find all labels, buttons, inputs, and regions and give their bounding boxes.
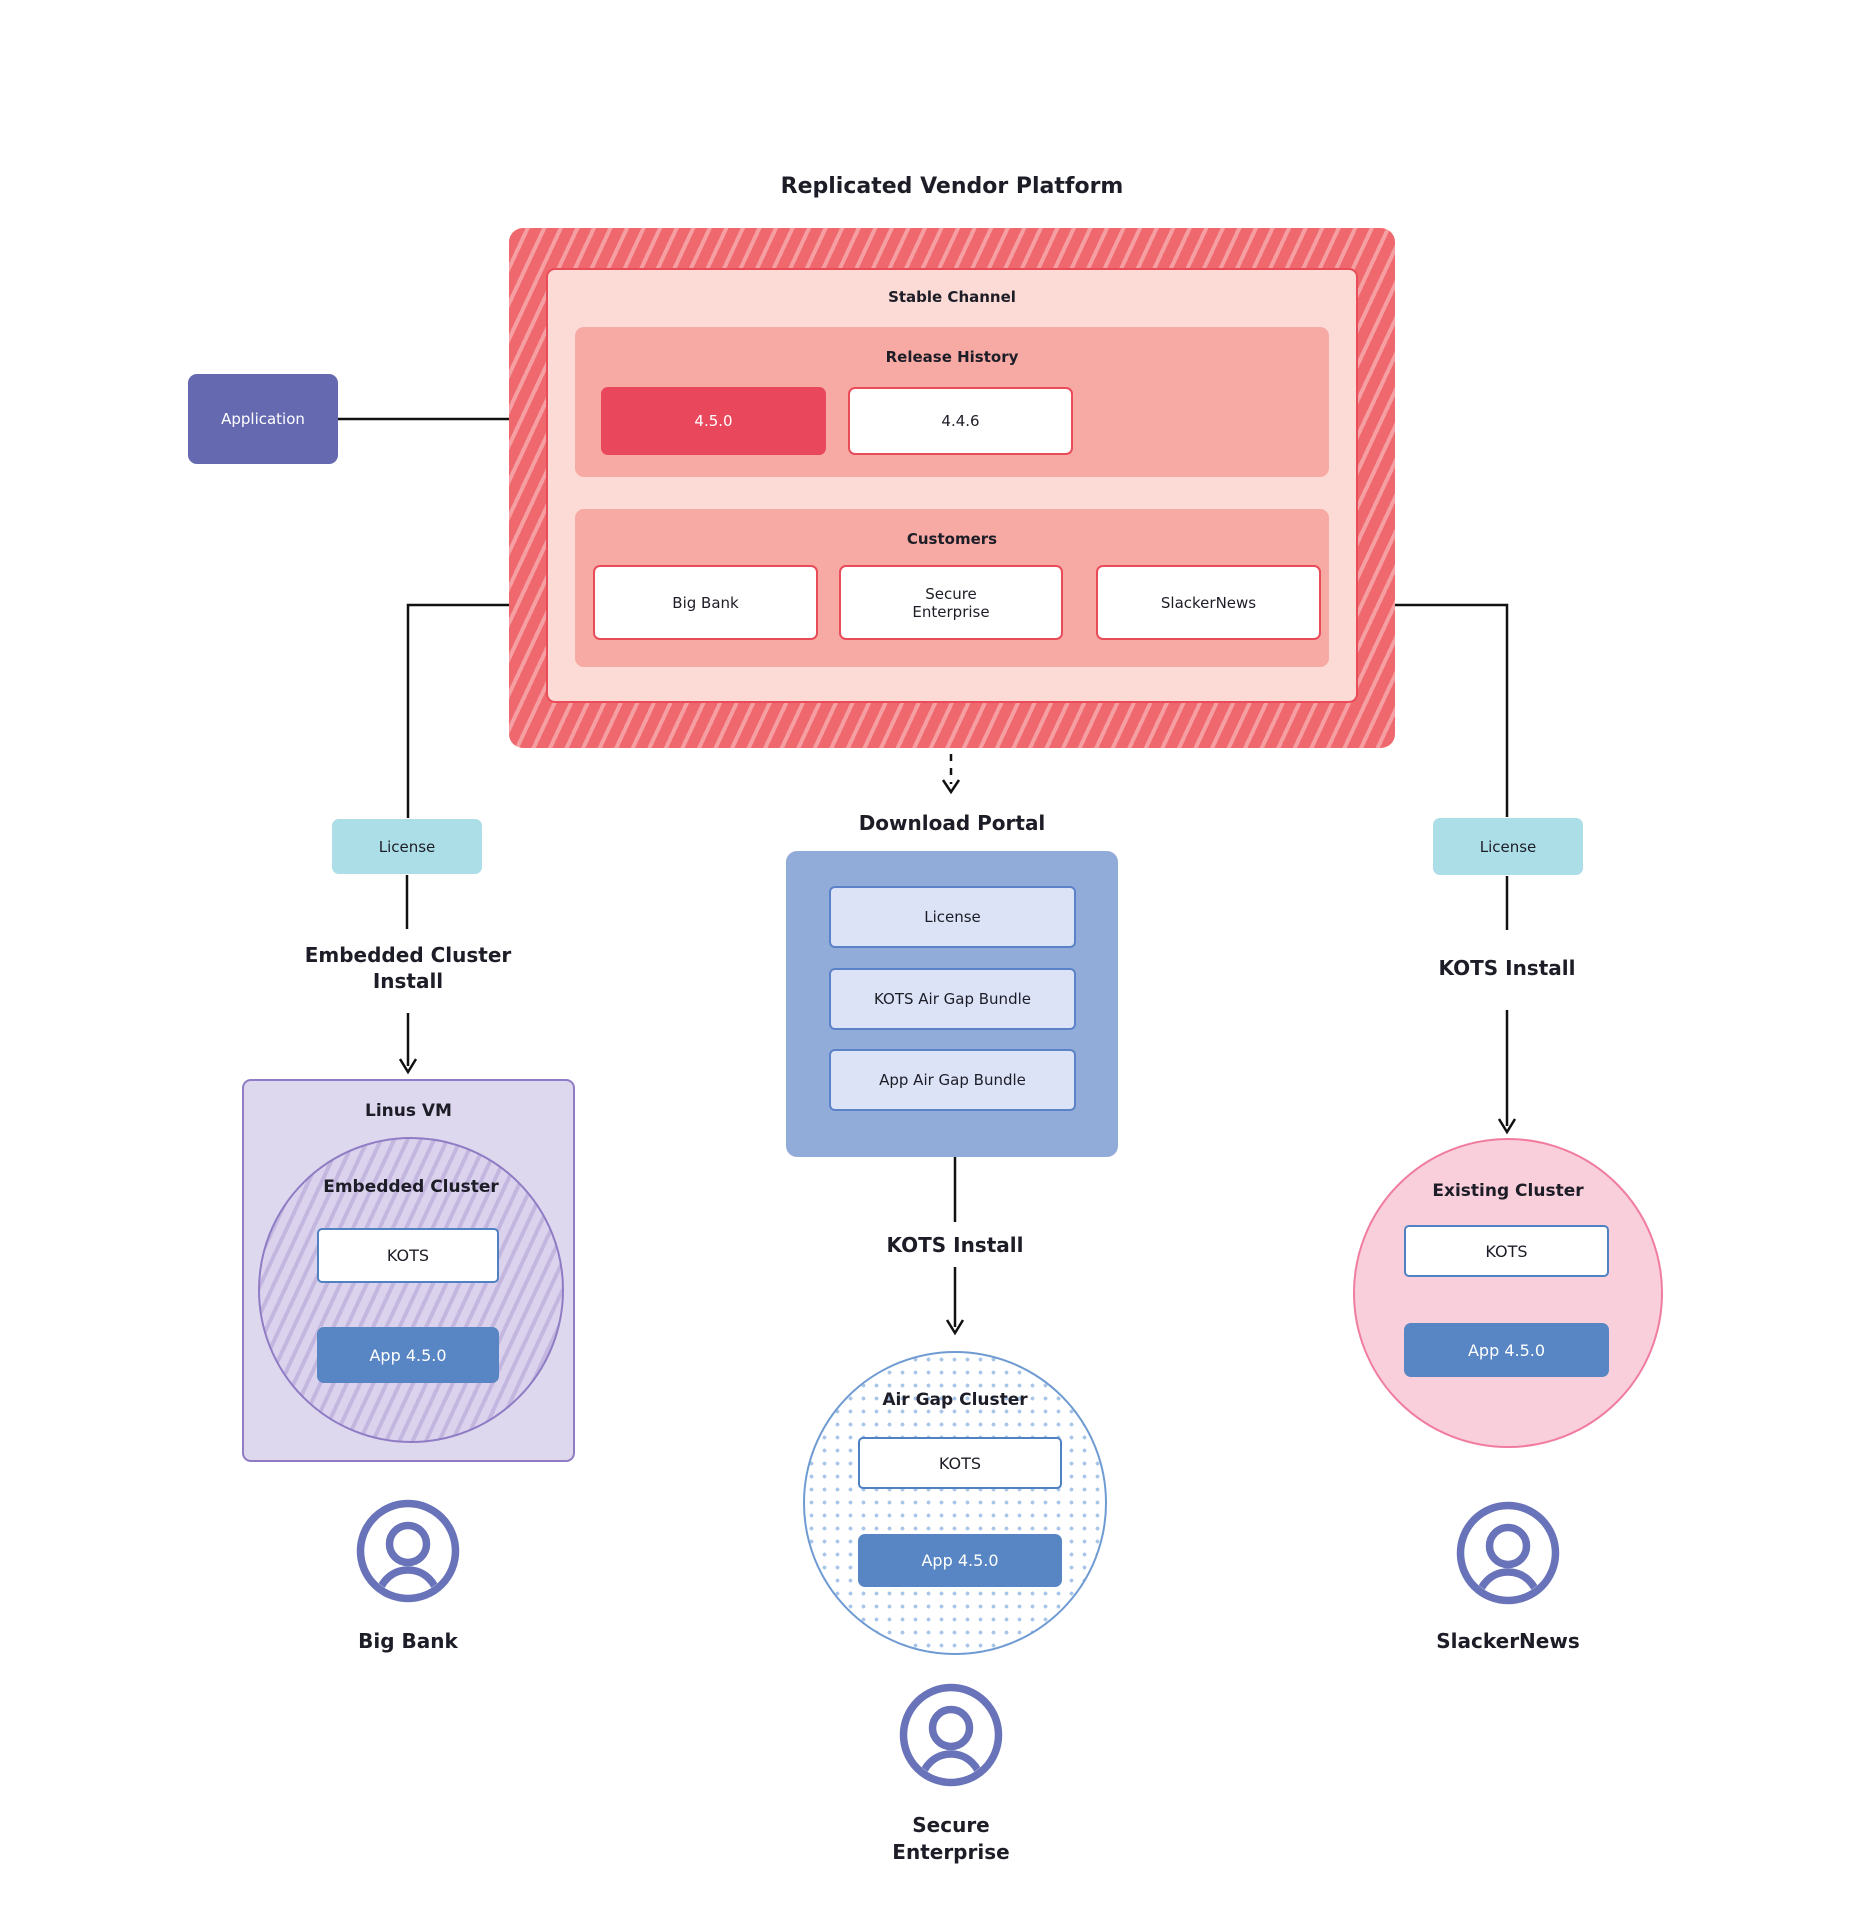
kots-install-label-middle: KOTS Install — [886, 1233, 1024, 1257]
air-gap-cluster-circle — [803, 1351, 1107, 1655]
big-bank-name: Big Bank — [358, 1629, 458, 1653]
big-bank-user-icon — [356, 1499, 460, 1603]
air-gap-cluster-label: Air Gap Cluster — [882, 1390, 1028, 1410]
arrowhead-vm — [398, 1058, 418, 1075]
slackernews-name: SlackerNews — [1436, 1629, 1580, 1653]
portal-item-license: License — [829, 886, 1076, 948]
application-box: Application — [188, 374, 338, 464]
kots-box-middle: KOTS — [858, 1437, 1062, 1489]
embedded-cluster-circle — [258, 1137, 564, 1443]
secure-enterprise-user-icon — [899, 1683, 1003, 1787]
linus-vm-label: Linus VM — [365, 1101, 452, 1121]
customers-label: Customers — [906, 530, 998, 548]
secure-enterprise-name: Secure Enterprise — [892, 1813, 1010, 1864]
customer-slackernews: SlackerNews — [1096, 565, 1321, 640]
existing-cluster-label: Existing Cluster — [1432, 1181, 1584, 1201]
arrowhead-airgap — [945, 1319, 965, 1336]
app-box-left: App 4.5.0 — [317, 1327, 499, 1383]
kots-install-label-right: KOTS Install — [1438, 956, 1576, 980]
portal-item-app-bundle: App Air Gap Bundle — [829, 1049, 1076, 1111]
embedded-cluster-install-label: Embedded Cluster Install — [304, 943, 512, 993]
customer-big-bank: Big Bank — [593, 565, 818, 640]
license-chip-right: License — [1433, 818, 1583, 875]
kots-box-left: KOTS — [317, 1228, 499, 1283]
portal-item-kots-bundle: KOTS Air Gap Bundle — [829, 968, 1076, 1030]
download-portal-label: Download Portal — [858, 811, 1046, 835]
embedded-cluster-label: Embedded Cluster — [323, 1177, 499, 1197]
app-box-right: App 4.5.0 — [1404, 1323, 1609, 1377]
license-chip-left: License — [332, 819, 482, 874]
stable-channel-label: Stable Channel — [888, 288, 1016, 306]
slackernews-user-icon — [1456, 1501, 1560, 1605]
kots-box-right: KOTS — [1404, 1225, 1609, 1277]
release-450-chip: 4.5.0 — [601, 387, 826, 455]
page-title: Replicated Vendor Platform — [780, 174, 1124, 199]
existing-cluster-circle — [1353, 1138, 1663, 1448]
customer-secure-enterprise: Secure Enterprise — [839, 565, 1063, 640]
arrowhead-existing — [1497, 1118, 1517, 1135]
release-history-label: Release History — [885, 348, 1019, 366]
release-446-chip: 4.4.6 — [848, 387, 1073, 455]
arrowhead-portal — [941, 779, 961, 795]
app-box-middle: App 4.5.0 — [858, 1534, 1062, 1587]
